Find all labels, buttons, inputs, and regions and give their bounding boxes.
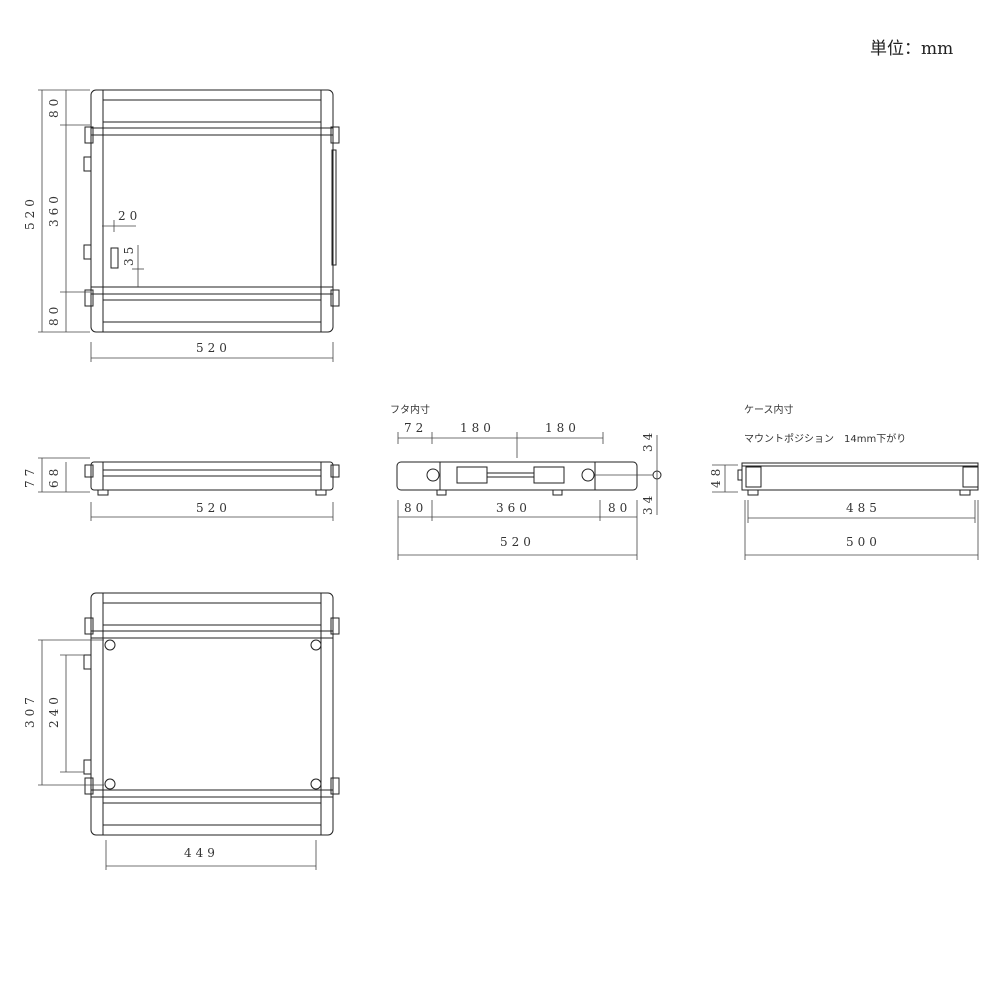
unit-label: 単位：mm [870,39,953,59]
dim-depth-top: 34 [641,429,655,452]
dim-bottom-band: 80 [47,303,61,326]
foot-icon [310,639,322,651]
dim-handle-x: 20 [118,209,141,223]
mount-position-note: マウントポジション 14mm下がり [744,432,906,445]
dim-inner-span: 240 [47,693,61,728]
top-view: 520 80 360 80 20 35 520 [23,89,340,362]
dim-bottom-width: 449 [184,846,219,860]
dim-middle: 360 [47,192,61,227]
latch-icon [84,289,94,307]
dim-overall-height: 520 [23,195,37,230]
dim-top-band: 80 [47,95,61,118]
dim-outer-span: 307 [23,693,37,728]
lid-view-title: フタ内寸 [390,403,430,416]
dim-band-left: 80 [404,501,427,515]
case-view-title: ケース内寸 [744,403,794,416]
dim-inner-height: 68 [47,465,61,488]
dim-lid-seg1: 72 [404,421,427,435]
dim-lid-width: 520 [500,535,535,549]
dim-lid-seg2: 180 [460,421,495,435]
bottom-view: 307 240 449 [23,592,340,870]
dim-overall-width: 520 [196,341,231,355]
dim-side-width: 520 [196,501,231,515]
foot-icon [104,639,116,651]
dim-case-inner-width: 485 [846,501,881,515]
latch-icon [330,289,340,307]
dim-handle-y: 35 [122,243,136,266]
dim-depth-bottom: 34 [641,492,655,515]
dim-case-width: 500 [846,535,881,549]
lid-view: フタ内寸 72 180 180 34 34 80 360 80 520 [390,403,662,560]
foot-icon [310,778,322,790]
dim-lid-seg3: 180 [545,421,580,435]
latch-icon [330,126,340,144]
handle-icon [110,247,119,269]
side-view: 77 68 520 [23,457,340,521]
dim-outer-height: 77 [23,465,37,488]
foot-icon [104,778,116,790]
dim-band-right: 80 [608,501,631,515]
dim-case-height: 48 [709,465,723,488]
latch-icon [84,126,94,144]
case-view: ケース内寸 マウントポジション 14mm下がり 48 485 500 [709,403,979,560]
dim-center: 360 [496,501,531,515]
